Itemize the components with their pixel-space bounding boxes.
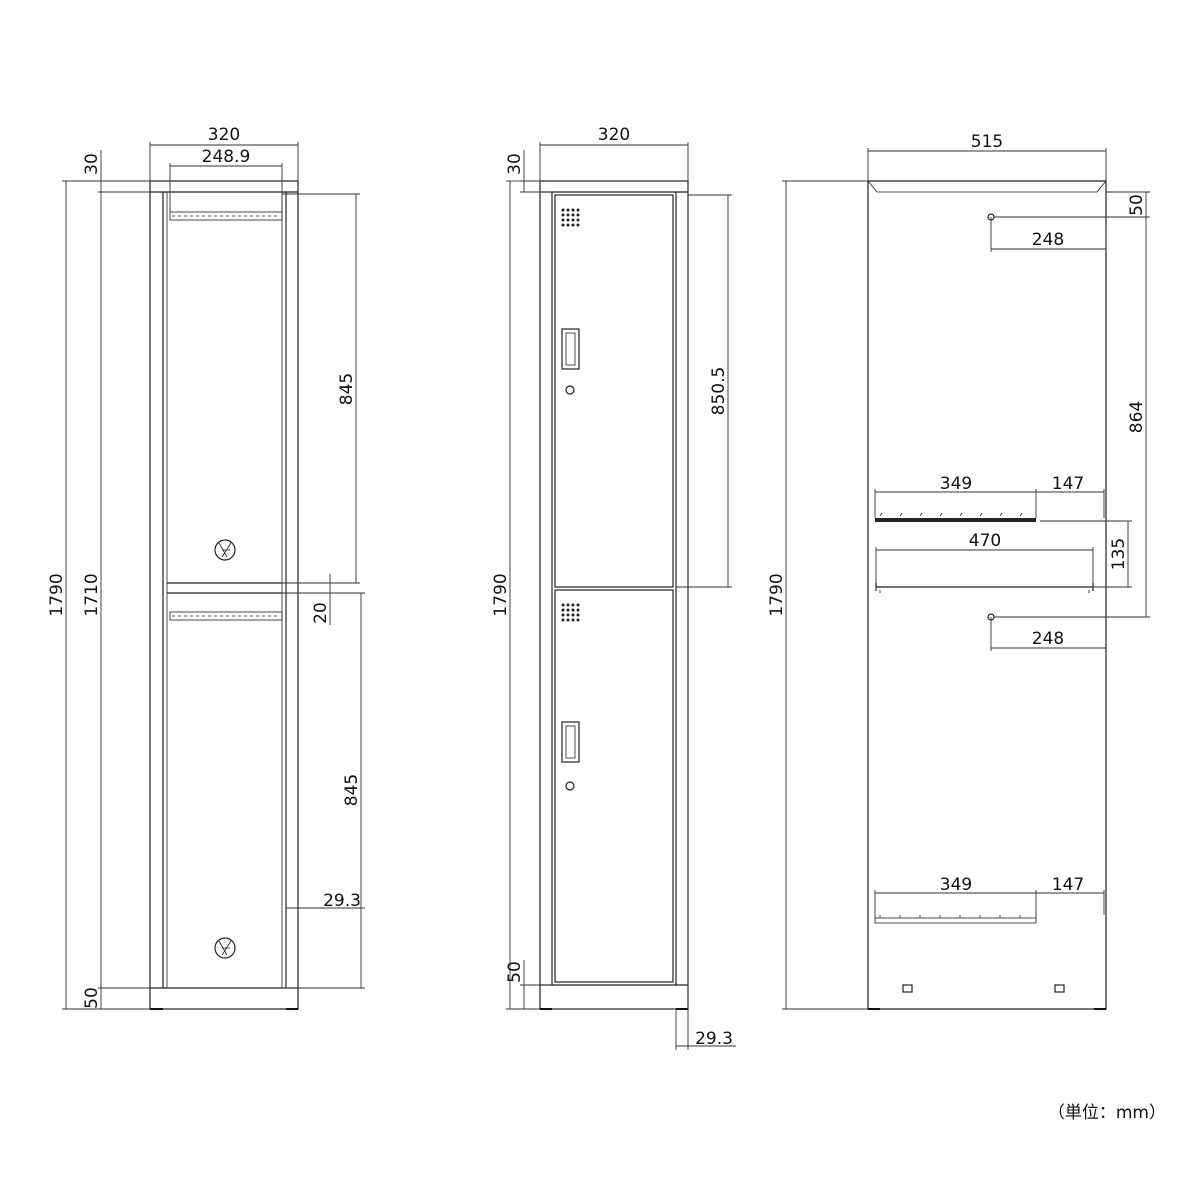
handle-icon: [561, 328, 580, 370]
front-view: 320 248.9 30 1790 1710: [47, 125, 365, 1010]
dim-interior-rod-gap: 135: [1040, 520, 1132, 588]
dim-interior-rod: 470: [875, 531, 1094, 583]
hook-icon: [214, 937, 236, 959]
keyhole-icon: [565, 385, 575, 395]
dim-interior-shelf-depth-lower-label: 349: [940, 875, 972, 895]
dim-interior-rod-gap-label: 135: [1109, 538, 1129, 570]
front-upper-shelf: [169, 211, 283, 221]
interior-hanger-rod: [875, 583, 1094, 593]
dim-interior-rod-label: 470: [969, 531, 1001, 551]
dim-front-inner-height-label: 1710: [82, 573, 102, 616]
dim-interior-hook-depth-lower-label: 248: [1032, 629, 1064, 649]
dim-front-shelf-thickness: 20: [282, 574, 365, 625]
dim-front-shelf-thickness-label: 20: [311, 602, 331, 624]
dim-front-upper-compartment: 845: [282, 193, 360, 584]
vent-icon: [561, 603, 580, 622]
dim-front-width-label: 320: [208, 125, 240, 145]
upper-door: [554, 194, 674, 588]
dim-interior-hook-offset-label: 50: [1127, 194, 1147, 216]
dim-interior-depth-label: 515: [971, 132, 1003, 152]
unit-note: （単位：mm）: [1047, 1103, 1166, 1123]
dim-door-total-height: 1790: [491, 180, 540, 1010]
dim-door-width: 320: [539, 125, 689, 181]
dim-door-height-label: 850.5: [709, 367, 729, 416]
dim-interior-hook-depth-lower: 248: [990, 617, 1106, 651]
dim-front-inner-height: 1710: [82, 192, 102, 988]
dim-interior-hook-depth-upper-label: 248: [1032, 230, 1064, 250]
dim-interior-lower-shelf: 349 147: [874, 875, 1105, 918]
dim-door-side-offset-label: 29.3: [695, 1029, 733, 1049]
dim-interior-total-height-label: 1790: [767, 573, 787, 616]
dim-door-height: 850.5: [676, 194, 732, 588]
dim-front-top-panel-label: 30: [82, 153, 102, 175]
dim-interior-hook-spacing-label: 864: [1127, 401, 1147, 433]
dim-front-total-height: 1790: [47, 180, 150, 1010]
vent-icon: [561, 208, 580, 227]
hook-icon: [214, 539, 236, 561]
dim-door-top-panel-label: 30: [505, 153, 525, 175]
dim-door-top-panel: 30: [505, 150, 552, 193]
dim-front-top-panel: 30: [82, 150, 150, 193]
door-view: 320 30 1790 850.5 50: [491, 125, 736, 1050]
door-body-outline: [539, 180, 689, 1010]
dim-front-width: 320: [149, 125, 299, 181]
dim-front-lower-compartment: 845: [282, 593, 365, 989]
interior-lower-shelf: [874, 915, 1037, 924]
dim-interior-hook-spacing: 864: [994, 217, 1150, 618]
dim-interior-depth: 515: [867, 132, 1107, 181]
dim-front-inner-width-label: 248.9: [202, 147, 251, 167]
interior-view: 515 1790 50 248 864: [767, 132, 1150, 1010]
dim-door-bottom-panel: 50: [505, 960, 552, 1009]
dim-front-upper-compartment-label: 845: [337, 373, 357, 405]
dim-interior-hook-offset: 50: [994, 191, 1150, 218]
dim-door-width-label: 320: [598, 125, 630, 145]
dim-door-bottom-panel-label: 50: [505, 961, 525, 983]
dim-interior-shelf-gap-lower-label: 147: [1052, 875, 1084, 895]
dim-door-side-offset: 29.3: [675, 1009, 736, 1050]
dim-front-side-offset-label: 29.3: [323, 891, 361, 911]
dim-interior-upper-shelf: 349 147: [874, 474, 1105, 518]
dim-interior-shelf-depth-upper-label: 349: [940, 474, 972, 494]
front-body-outline: [149, 180, 299, 1010]
dim-front-bottom-panel: 50: [82, 987, 150, 1009]
front-middle-partition: [167, 582, 283, 621]
vent-slot-icon: [902, 984, 913, 993]
dim-door-total-height-label: 1790: [491, 573, 511, 616]
lower-door: [554, 589, 674, 983]
dim-front-total-height-label: 1790: [47, 573, 67, 616]
interior-upper-shelf: [875, 512, 1036, 522]
dim-front-inner-width: 248.9: [169, 147, 283, 212]
keyhole-icon: [565, 781, 575, 791]
dim-front-lower-compartment-label: 845: [342, 774, 362, 806]
handle-icon: [561, 721, 580, 763]
dim-front-bottom-panel-label: 50: [82, 987, 102, 1009]
dim-interior-hook-depth-upper: 248: [990, 217, 1107, 252]
dim-interior-total-height: 1790: [767, 180, 868, 1010]
vent-slot-icon: [1054, 984, 1065, 993]
dim-front-side-offset: 29.3: [286, 891, 365, 911]
dim-interior-shelf-gap-upper-label: 147: [1052, 474, 1084, 494]
